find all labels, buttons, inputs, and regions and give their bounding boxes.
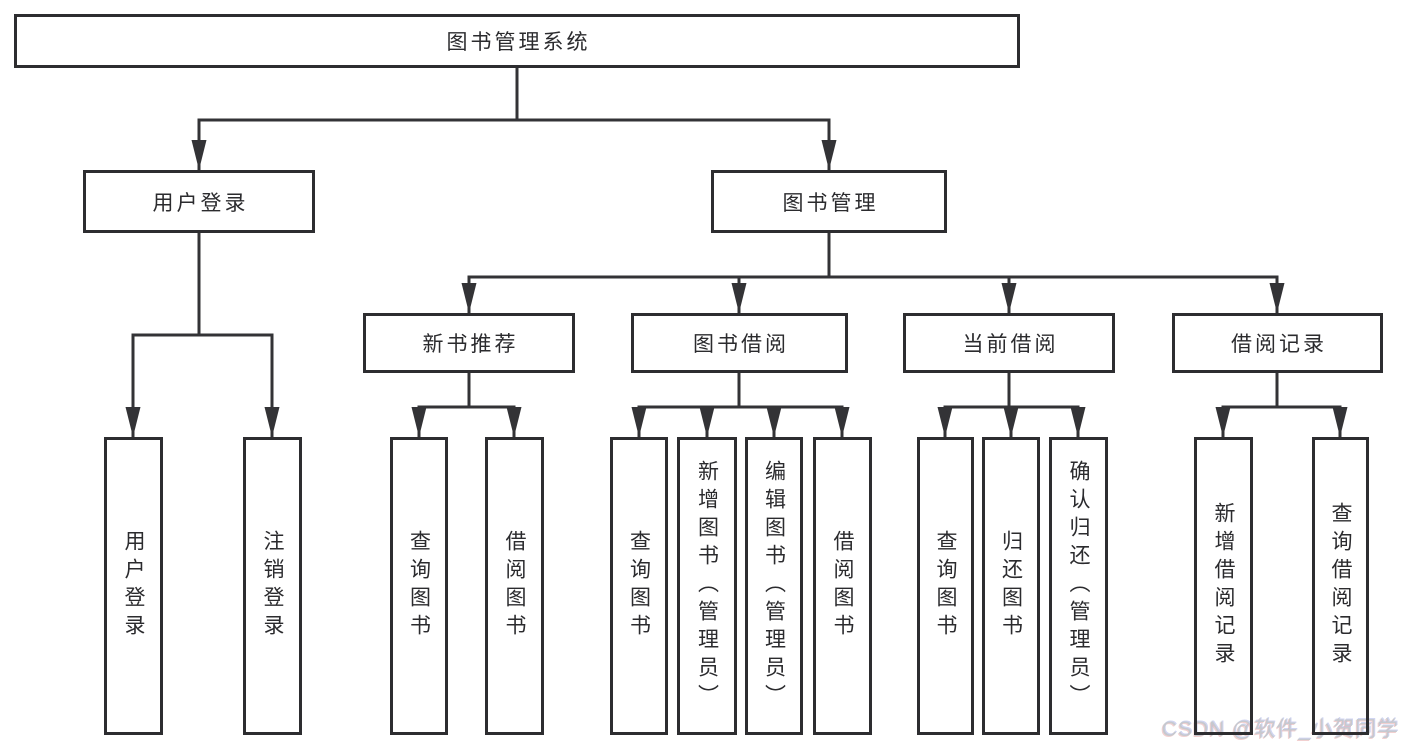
node-label: 查询图书: [407, 530, 431, 642]
node-label: 编辑图书（管理员）: [762, 460, 786, 712]
node-query-books-borrow: 查询图书: [610, 437, 668, 735]
node-label: 用户登录: [122, 530, 145, 642]
node-add-borrow-record: 新增借阅记录: [1194, 437, 1253, 735]
node-query-books-current: 查询图书: [917, 437, 974, 735]
node-label: 用户登录: [152, 191, 249, 215]
node-current-borrow: 当前借阅: [903, 313, 1115, 373]
node-user-login: 用户登录: [83, 170, 315, 233]
node-label: 图书管理: [782, 191, 879, 215]
node-borrow-records: 借阅记录: [1172, 313, 1383, 373]
node-label: 当前借阅: [962, 333, 1059, 356]
node-edit-book-admin: 编辑图书（管理员）: [745, 437, 803, 735]
node-confirm-return-admin: 确认归还（管理员）: [1049, 437, 1108, 735]
node-logout: 注销登录: [243, 437, 302, 735]
node-label: 新书推荐: [422, 333, 519, 356]
node-query-borrow-record: 查询借阅记录: [1312, 437, 1369, 735]
node-label: 借阅图书: [831, 530, 854, 642]
node-borrow-books: 借阅图书: [813, 437, 872, 735]
node-label: 新增图书（管理员）: [695, 460, 719, 712]
node-label: 查询图书: [627, 530, 651, 642]
node-label: 新增借阅记录: [1212, 502, 1235, 670]
node-borrow-books-recommend: 借阅图书: [485, 437, 544, 735]
node-book-borrow: 图书借阅: [631, 313, 848, 373]
node-label: 确认归还（管理员）: [1067, 460, 1090, 712]
node-add-book-admin: 新增图书（管理员）: [677, 437, 737, 735]
node-root: 图书管理系统: [14, 14, 1020, 68]
node-label: 借阅图书: [503, 530, 526, 642]
node-query-books-recommend: 查询图书: [390, 437, 448, 735]
node-label: 图书借阅: [693, 333, 789, 356]
csdn-watermark: CSDN @软件_小贺同学: [1161, 718, 1399, 741]
node-label: 归还图书: [999, 530, 1023, 642]
node-label: 图书管理系统: [446, 31, 591, 54]
node-new-book-recommend: 新书推荐: [363, 313, 575, 373]
node-label: 查询图书: [934, 530, 957, 642]
node-label: 注销登录: [261, 530, 284, 642]
node-label: 借阅记录: [1231, 333, 1327, 356]
node-label: 查询借阅记录: [1329, 502, 1352, 670]
node-book-management: 图书管理: [711, 170, 947, 233]
node-user-login-leaf: 用户登录: [104, 437, 163, 735]
node-return-book: 归还图书: [982, 437, 1040, 735]
